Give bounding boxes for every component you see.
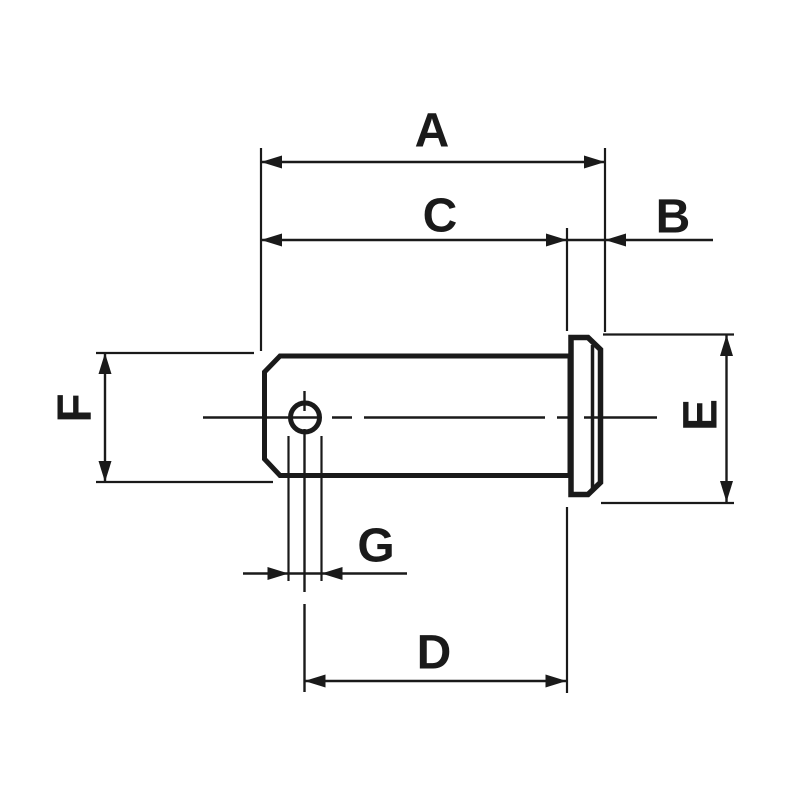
- dimension-label-d: D: [417, 627, 452, 680]
- arrowhead-left: [261, 155, 282, 169]
- pin-head-outline: [568, 334, 604, 498]
- arrowhead-down: [720, 481, 733, 502]
- dimension-a: A: [261, 105, 605, 169]
- arrowhead-right: [545, 674, 567, 688]
- arrowhead-inward-right: [267, 567, 289, 580]
- dimension-c-b: C B: [261, 190, 713, 247]
- dimension-label-f: F: [49, 393, 102, 422]
- arrowhead-left: [304, 674, 326, 688]
- arrowhead-left: [261, 233, 282, 247]
- dimension-d: D: [304, 627, 567, 688]
- dimension-label-e: E: [675, 399, 728, 431]
- arrowhead-up: [720, 335, 733, 356]
- arrowhead-inward-left: [321, 567, 343, 580]
- arrowhead-right: [546, 233, 567, 247]
- pin-body-outline: [262, 353, 573, 478]
- pin-outline: [262, 334, 604, 498]
- arrowhead-down: [98, 461, 112, 482]
- arrowhead-b-left: [605, 233, 626, 247]
- dimension-g: G: [243, 520, 407, 580]
- dimension-e: E: [675, 335, 733, 502]
- dimension-label-c: C: [423, 190, 458, 243]
- dimension-label-a: A: [415, 105, 450, 158]
- dimension-label-g: G: [357, 520, 394, 573]
- arrowhead-right: [584, 155, 605, 169]
- extension-lines: [96, 148, 734, 693]
- dimension-label-b: B: [656, 191, 691, 244]
- cross-hole: [288, 400, 322, 435]
- arrowhead-up: [98, 353, 112, 374]
- dimension-f: F: [49, 353, 112, 482]
